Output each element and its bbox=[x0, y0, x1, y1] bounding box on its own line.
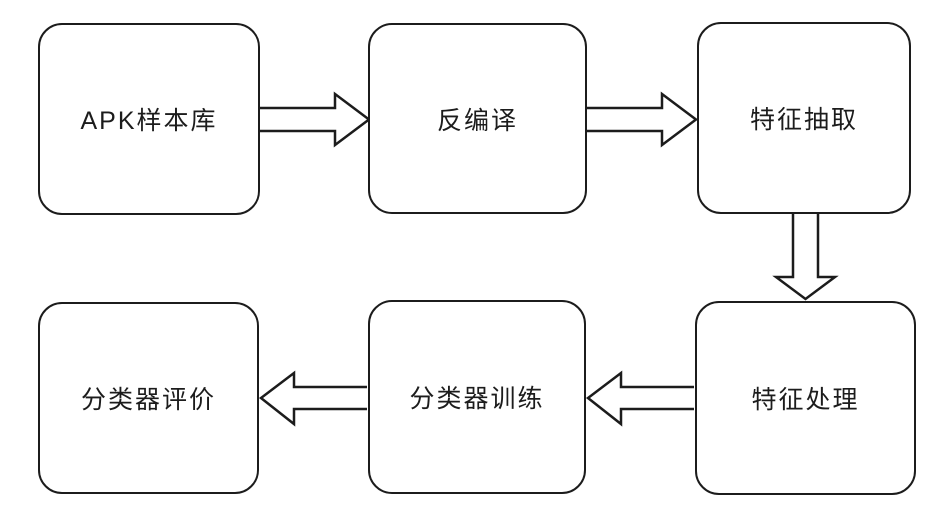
node-label: 特征抽取 bbox=[749, 106, 858, 134]
arrow-training-to-evaluation bbox=[258, 370, 367, 427]
node-classifier-training: 分类器训练 bbox=[368, 300, 586, 494]
node-feature-processing: 特征处理 bbox=[695, 301, 916, 495]
arrow-decompile-to-extraction bbox=[585, 91, 699, 148]
node-label: 反编译 bbox=[436, 106, 518, 135]
node-label: 特征处理 bbox=[751, 386, 860, 414]
node-feature-extraction: 特征抽取 bbox=[697, 22, 911, 214]
arrow-apk-to-decompile bbox=[258, 91, 372, 148]
node-label: 分类器训练 bbox=[409, 385, 545, 413]
arrow-extraction-to-processing bbox=[772, 213, 839, 301]
node-label: 分类器评价 bbox=[80, 386, 216, 414]
node-classifier-evaluation: 分类器评价 bbox=[38, 302, 259, 494]
node-label: APK样本库 bbox=[80, 107, 218, 135]
arrow-processing-to-training bbox=[585, 370, 694, 427]
node-apk-sample-library: APK样本库 bbox=[38, 23, 260, 215]
node-decompile: 反编译 bbox=[368, 23, 587, 214]
